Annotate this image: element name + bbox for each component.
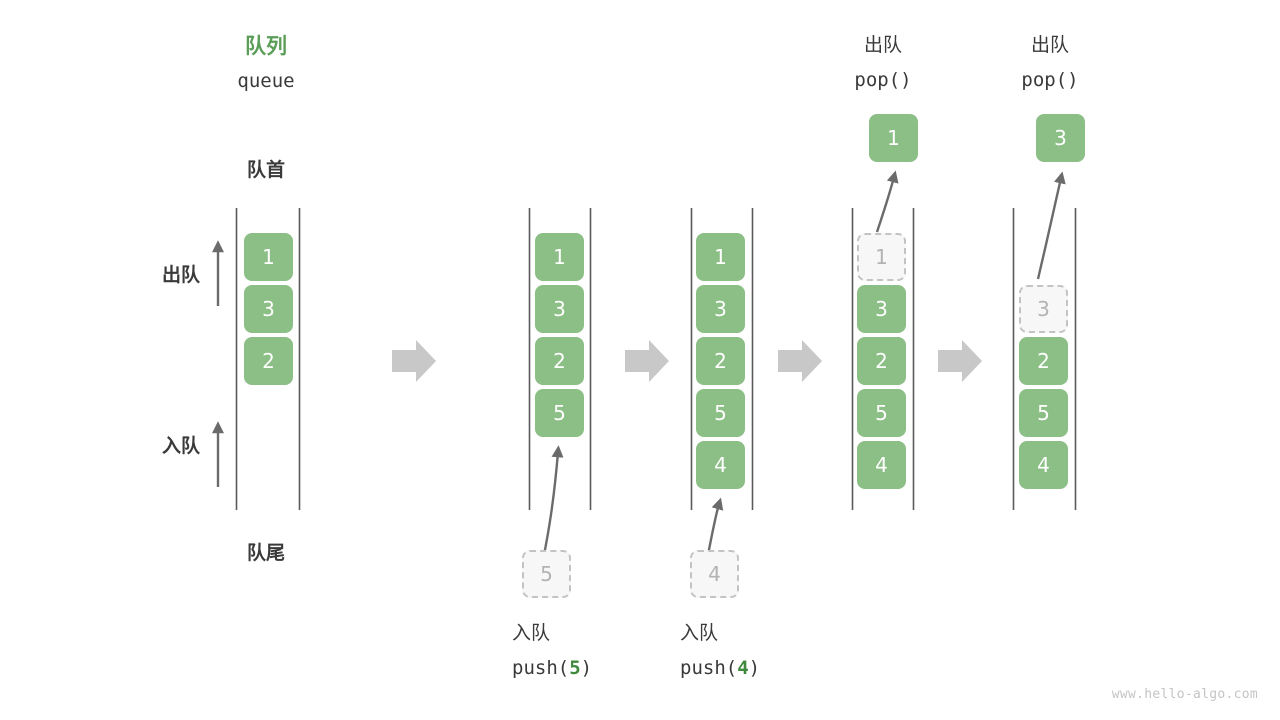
queue-cell: 5 [857, 389, 906, 437]
op-code-prefix: pop( [854, 69, 901, 91]
queue-rails-stage-5 [1012, 208, 1077, 510]
popped-value-cell: 3 [1036, 114, 1085, 162]
queue-rails-stage-3 [690, 208, 754, 510]
stage-op-code: pop() [1000, 71, 1100, 90]
op-code-suffix: ) [748, 657, 761, 679]
watermark: www.hello-algo.com [1111, 687, 1258, 702]
stage-op-label-cn: 入队 [512, 622, 551, 644]
queue-cell: 4 [1019, 441, 1068, 489]
queue-cell: 5 [696, 389, 745, 437]
queue-cell: 3 [535, 285, 584, 333]
step-arrow-1 [392, 340, 436, 382]
stage-op-code: push(4) [680, 659, 760, 678]
queue-cell: 3 [244, 285, 293, 333]
step-arrow-3 [778, 340, 822, 382]
enqueue-side-label: 入队 [161, 435, 200, 457]
incoming-ghost-cell: 4 [690, 550, 739, 598]
step-arrow-2 [625, 340, 669, 382]
pop-arrow-stage-5 [1036, 171, 1066, 280]
queue-rails-stage-2 [528, 208, 592, 510]
page-title-en: queue [237, 70, 295, 92]
popped-value-cell: 1 [869, 114, 918, 162]
ghost-cell-in-queue: 3 [1019, 285, 1068, 333]
pop-arrow-stage-4 [875, 170, 899, 233]
queue-cell-new: 5 [535, 389, 584, 437]
step-arrow-4 [938, 340, 982, 382]
op-code-arg: 5 [569, 657, 581, 679]
incoming-ghost-cell: 5 [522, 550, 571, 598]
queue-cell: 3 [696, 285, 745, 333]
op-code-prefix: push( [680, 657, 738, 679]
queue-cell: 2 [535, 337, 584, 385]
queue-cell: 5 [1019, 389, 1068, 437]
queue-front-label: 队首 [246, 159, 285, 181]
op-code-arg: 4 [737, 657, 749, 679]
queue-rails-stage-4 [851, 208, 915, 510]
queue-cell: 4 [857, 441, 906, 489]
stage-op-label-cn: 入队 [680, 622, 719, 644]
op-code-suffix: ) [900, 69, 912, 91]
queue-cell: 2 [244, 337, 293, 385]
queue-cell: 2 [1019, 337, 1068, 385]
queue-cell: 2 [696, 337, 745, 385]
queue-cell: 1 [535, 233, 584, 281]
dequeue-side-label: 出队 [161, 264, 200, 286]
queue-cell: 1 [696, 233, 745, 281]
op-code-suffix: ) [1067, 69, 1079, 91]
queue-cell: 2 [857, 337, 906, 385]
queue-cell: 1 [244, 233, 293, 281]
stage-op-label-cn: 出队 [863, 34, 902, 56]
op-code-prefix: pop( [1021, 69, 1068, 91]
page-title-cn: 队列 [245, 34, 287, 58]
op-code-prefix: push( [512, 657, 570, 679]
ghost-cell-in-queue: 1 [857, 233, 906, 281]
op-code-suffix: ) [580, 657, 593, 679]
queue-cell-new: 4 [696, 441, 745, 489]
queue-cell: 3 [857, 285, 906, 333]
queue-rails-stage-1 [235, 208, 301, 510]
push-arrow-stage-2 [541, 445, 564, 561]
queue-rear-label: 队尾 [246, 542, 285, 564]
stage-op-label-cn: 出队 [1030, 34, 1069, 56]
stage-op-code: pop() [833, 71, 933, 90]
stage-op-code: push(5) [512, 659, 592, 678]
